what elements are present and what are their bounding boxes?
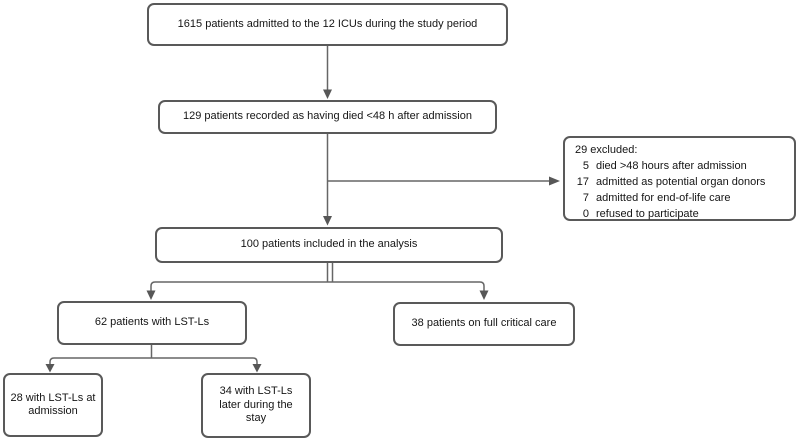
node-lstls-label: 62 patients with LST-Ls [94, 316, 210, 329]
arrowhead-into-excluded [549, 176, 560, 186]
excluded-item-reason: refused to participate [596, 208, 699, 220]
excluded-title: 29 excluded: [575, 144, 638, 156]
node-died48-label: 129 patients recorded as having died <48… [183, 110, 472, 123]
node-lstls-at-admission: 28 with LST-Ls at admission [3, 373, 103, 437]
node-fullcare-label: 38 patients on full critical care [411, 317, 557, 330]
connector-included-branch [150, 281, 485, 291]
excluded-item-reason: admitted as potential organ donors [596, 176, 766, 188]
excluded-item: 17 admitted as potential organ donors [573, 174, 790, 190]
node-admitted-patients: 1615 patients admitted to the 12 ICUs du… [147, 3, 508, 46]
node-died-within-48h: 129 patients recorded as having died <48… [158, 100, 497, 134]
excluded-item-count: 7 [582, 192, 589, 204]
node-included-label: 100 patients included in the analysis [240, 238, 418, 251]
arrowhead-into-included [323, 216, 332, 226]
node-lstls-admission-label: 28 with LST-Ls at admission [10, 391, 96, 418]
excluded-item: 5 died >48 hours after admission [573, 158, 790, 174]
excluded-item: 7 admitted for end-of-life care [573, 190, 790, 206]
node-lstls-later-label: 34 with LST-Ls later during the stay [219, 385, 293, 425]
excluded-item-count: 0 [582, 208, 589, 220]
arrowhead-into-lstls [146, 290, 156, 300]
excluded-item-reason: died >48 hours after admission [596, 160, 747, 172]
node-included-in-analysis: 100 patients included in the analysis [155, 227, 503, 263]
node-patients-with-lstls: 62 patients with LST-Ls [57, 301, 247, 345]
node-excluded: 29 excluded: 5 died >48 hours after admi… [563, 136, 796, 221]
excluded-item-count: 17 [576, 176, 589, 188]
connector-lstls-branch [49, 357, 258, 365]
arrowhead-into-lstls-admission [45, 364, 55, 373]
arrowhead-into-died48 [323, 89, 332, 99]
excluded-item-reason: admitted for end-of-life care [596, 192, 731, 204]
node-admitted-label: 1615 patients admitted to the 12 ICUs du… [177, 17, 478, 30]
node-lstls-later-during-stay: 34 with LST-Ls later during the stay [201, 373, 311, 438]
excluded-item: 0 refused to participate [573, 206, 790, 222]
excluded-item-count: 5 [582, 160, 589, 172]
arrowhead-into-fullcare [479, 290, 489, 300]
node-full-critical-care: 38 patients on full critical care [393, 302, 575, 346]
arrowhead-into-lstls-later [252, 364, 262, 373]
